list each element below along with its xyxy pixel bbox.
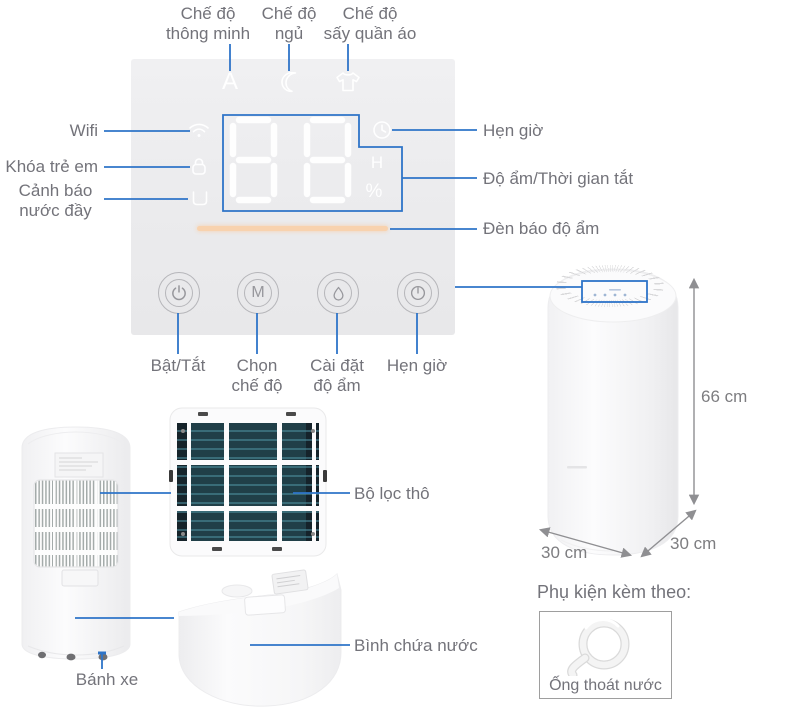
display-highlight-box — [222, 114, 403, 212]
label-filter: Bộ lọc thô — [354, 484, 430, 503]
height-dimension: 66 cm — [701, 387, 748, 406]
timer-button-icon — [404, 279, 432, 307]
accessory-box: Ống thoát nước — [539, 611, 672, 699]
depth-arrow — [640, 509, 697, 558]
timer-status-icon — [373, 121, 391, 139]
label-child-lock: Khóa trẻ em — [5, 157, 98, 176]
smart-mode-icon: A — [221, 68, 238, 95]
percent-unit-label: % — [365, 181, 383, 202]
rear-handle — [61, 569, 99, 587]
callout-lines — [75, 44, 648, 669]
timer-button — [397, 272, 439, 314]
rear-grille — [34, 480, 118, 567]
label-timer-status: Hẹn giờ — [483, 121, 544, 140]
panel-location-highlight — [581, 280, 648, 303]
drain-hose-illustration — [567, 618, 630, 676]
power-button — [158, 272, 200, 314]
wheel — [66, 653, 76, 661]
humidity-set-button — [317, 272, 359, 314]
control-panel-illustration: A — [131, 59, 455, 335]
power-icon — [165, 279, 193, 307]
wheel — [98, 653, 108, 661]
label-humidity-time: Độ ẩm/Thời gian tắt — [483, 169, 634, 188]
mode-m-glyph: M — [244, 279, 272, 307]
water-full-warning-icon — [192, 191, 208, 206]
label-timer-button: Hẹn giờ — [386, 356, 448, 375]
filter-illustration — [169, 407, 327, 557]
top-control-dots — [593, 289, 627, 297]
wifi-icon — [189, 123, 209, 137]
label-wifi: Wifi — [69, 121, 98, 140]
water-drop-icon — [324, 279, 352, 307]
mode-button: M — [237, 272, 279, 314]
label-humidity-button: Cài đặt độ ẩm — [310, 356, 364, 396]
label-dry-mode: Chế độ sấy quần áo — [323, 4, 417, 44]
tank-sticker — [271, 569, 309, 595]
label-wheels: Bánh xe — [75, 670, 139, 689]
top-vent-center — [565, 272, 655, 300]
dehumidifier-rear-illustration — [21, 426, 131, 661]
label-tank: Bình chứa nước — [354, 636, 478, 655]
depth-dimension: 30 cm — [670, 534, 717, 553]
accessory-heading: Phụ kiện kèm theo: — [537, 582, 692, 602]
label-mode-button: Chọn chế độ — [231, 356, 283, 396]
water-tank-illustration — [178, 569, 342, 707]
dimension-arrows — [538, 277, 700, 558]
wheel — [38, 651, 46, 659]
humidity-indicator-light — [197, 226, 388, 231]
hour-unit-label: H — [370, 153, 384, 172]
tank-handle-recess — [244, 594, 286, 616]
width-dimension: 30 cm — [541, 543, 588, 562]
seven-segment-display — [229, 116, 352, 204]
width-arrow — [538, 527, 633, 558]
tank-cap — [221, 584, 253, 598]
label-smart-mode: Chế độ thông minh — [165, 4, 251, 44]
label-humidity-light: Đèn báo độ ẩm — [483, 219, 600, 238]
label-water-full: Cảnh báo nước đầy — [18, 181, 93, 221]
label-power-button: Bật/Tắt — [150, 356, 206, 375]
dry-clothes-mode-icon — [336, 72, 360, 92]
sleep-mode-icon — [281, 71, 297, 93]
child-lock-icon — [192, 158, 206, 175]
spec-sticker — [54, 452, 104, 478]
label-sleep-mode: Chế độ ngủ — [261, 4, 317, 44]
accessory-item-label: Ống thoát nước — [549, 677, 662, 694]
